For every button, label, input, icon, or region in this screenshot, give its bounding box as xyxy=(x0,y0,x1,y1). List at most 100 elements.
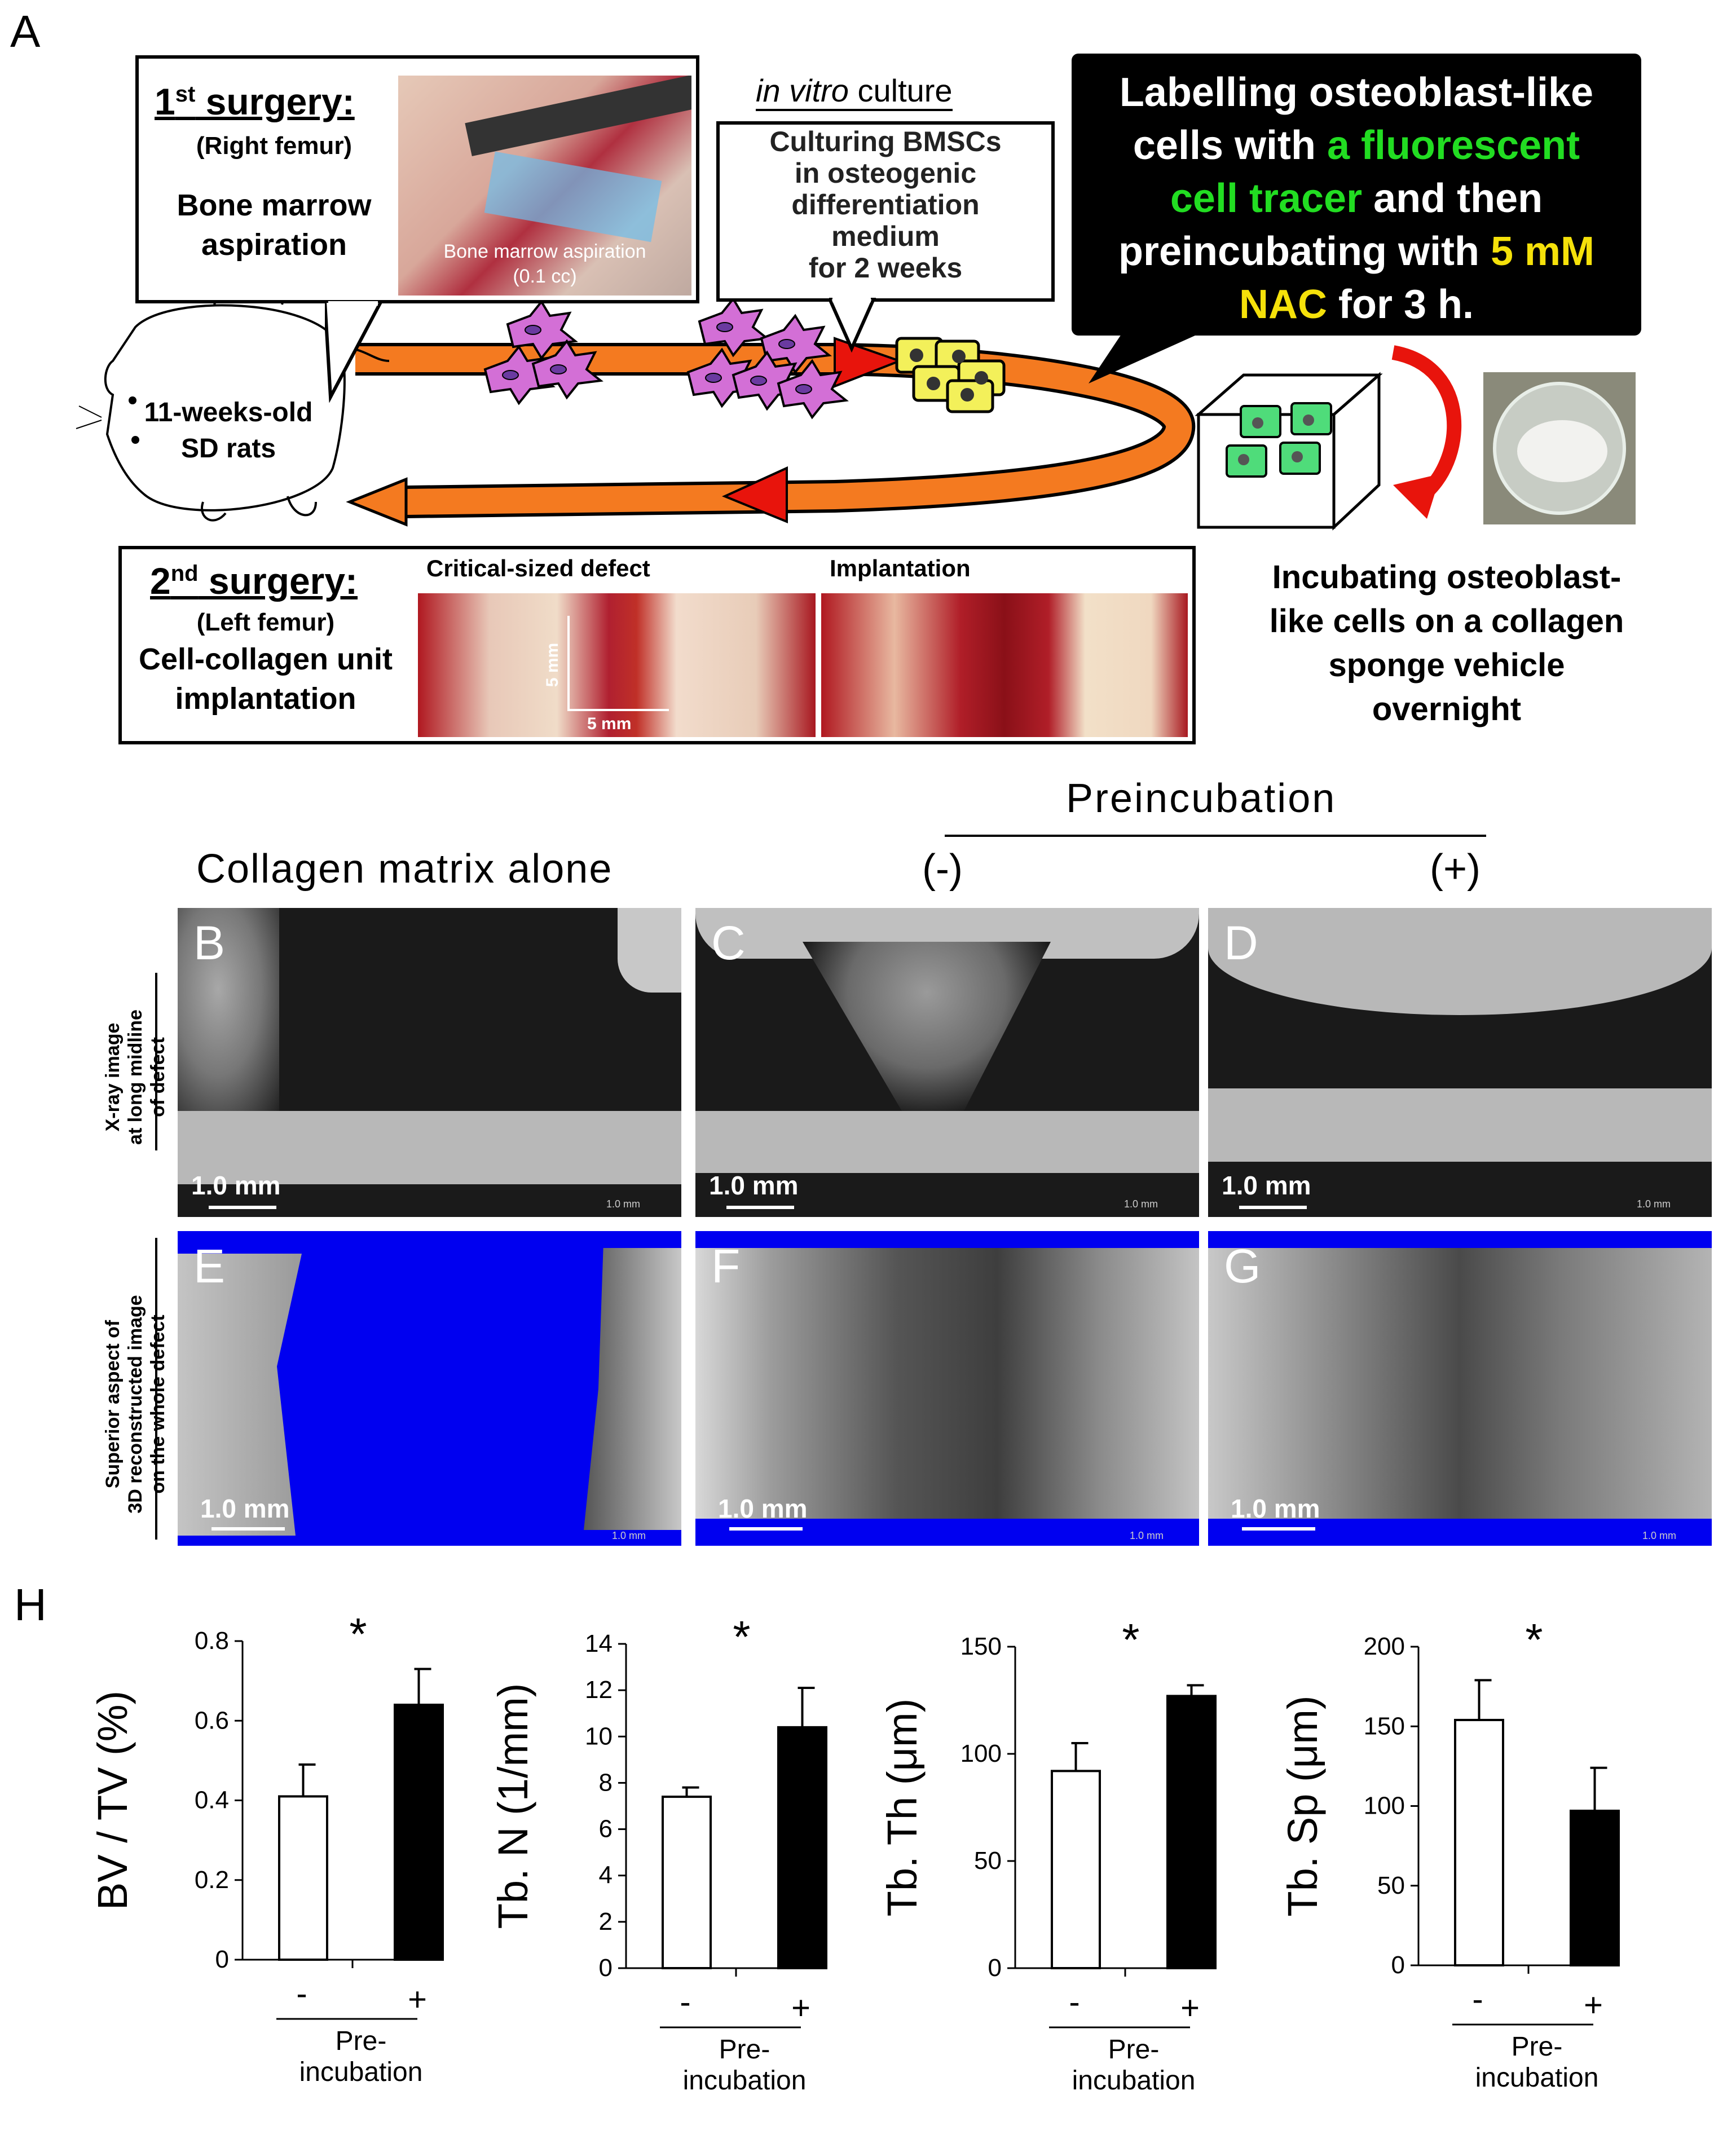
y-tick-label: 6 xyxy=(599,1815,613,1843)
scale-bar xyxy=(729,1527,803,1531)
scale-label: 1.0 mm xyxy=(1231,1494,1320,1523)
y-tick-label: 0 xyxy=(215,1946,229,1973)
scale-bar xyxy=(212,1527,285,1531)
y-tick-label: 2 xyxy=(599,1908,613,1935)
y-tick-label: 10 xyxy=(585,1722,613,1750)
y-tick-label: 100 xyxy=(960,1740,1002,1767)
syringe xyxy=(484,151,662,242)
y-tick-label: 8 xyxy=(599,1769,613,1796)
in-vitro-callout-tail xyxy=(829,298,876,353)
x-group-label-line1: Pre- xyxy=(1108,2035,1160,2065)
x-label-plus: + xyxy=(1584,1987,1603,2023)
x-label-minus: - xyxy=(680,1984,690,2021)
recon-image-f: F 1.0 mm 1.0 mm xyxy=(695,1231,1199,1546)
incubating-label: Incubating osteoblast-like cells on a co… xyxy=(1269,559,1624,727)
y-tick-label: 0.2 xyxy=(195,1866,229,1894)
syringe-clip xyxy=(465,76,691,157)
bone-marrow-aspiration-photo: Bone marrow aspiration(0.1 cc) xyxy=(398,76,691,296)
dim-label-horizontal: 5 mm xyxy=(587,715,632,733)
x-group-label-line2: incubation xyxy=(299,2057,423,2087)
panel-h-charts: 00.20.40.60.8BV / TV (%)*-+Pre-incubatio… xyxy=(89,1609,1620,2096)
tiny-scale-label: 1.0 mm xyxy=(1130,1530,1164,1541)
panel-letter-h: H xyxy=(14,1580,47,1630)
panel-letter-a: A xyxy=(10,6,41,56)
significance-star: * xyxy=(1122,1615,1139,1665)
x-group-label-line1: Pre- xyxy=(336,2026,387,2056)
x-group-label-line2: incubation xyxy=(683,2066,807,2096)
panel-letter-d: D xyxy=(1224,916,1258,969)
panel-letter-g: G xyxy=(1224,1240,1261,1293)
y-tick-label: 12 xyxy=(585,1676,613,1704)
recon-image-e: E 1.0 mm 1.0 mm xyxy=(178,1231,681,1546)
labelling-callout-tail xyxy=(1089,333,1201,383)
dim-line-vertical xyxy=(567,616,570,709)
y-tick-label: 150 xyxy=(1364,1712,1405,1740)
scale-bar xyxy=(1239,1206,1307,1209)
bar-minus xyxy=(662,1796,712,1969)
critical-defect-photo: 5 mm 5 mm xyxy=(418,593,816,737)
y-tick-label: 0.6 xyxy=(195,1706,229,1734)
dim-label-vertical: 5 mm xyxy=(543,642,562,687)
x-group-label-line2: incubation xyxy=(1072,2066,1196,2096)
implantation-photo-title: Implantation xyxy=(830,555,971,581)
column-header-plus: (+) xyxy=(1430,846,1481,892)
scale-label: 1.0 mm xyxy=(709,1171,799,1200)
x-label-minus: - xyxy=(296,1975,307,2012)
y-tick-label: 0 xyxy=(1391,1951,1405,1979)
bar-minus xyxy=(278,1795,328,1961)
panel-letter-f: F xyxy=(711,1240,741,1293)
x-group-label-line2: incubation xyxy=(1475,2063,1599,2093)
y-tick-label: 100 xyxy=(1364,1792,1405,1820)
x-group-label-line1: Pre- xyxy=(719,2035,770,2065)
xray-image-b: B 1.0 mm 1.0 mm xyxy=(178,908,681,1217)
x-label-plus: + xyxy=(408,1981,427,2018)
preincubation-header: Preincubation xyxy=(1066,776,1337,821)
recon-image-g: G 1.0 mm 1.0 mm xyxy=(1208,1231,1712,1546)
labelling-desc: Labelling osteoblast-like cells with a f… xyxy=(1118,70,1595,327)
y-axis-label: Tb. Sp (μm) xyxy=(1279,1695,1326,1916)
tiny-scale-label: 1.0 mm xyxy=(1642,1530,1677,1541)
bar-plus xyxy=(394,1704,444,1961)
first-surgery-title: 1st surgery: xyxy=(155,81,355,122)
y-tick-label: 0 xyxy=(599,1954,613,1982)
significance-star: * xyxy=(733,1612,750,1662)
bar-plus xyxy=(777,1726,827,1969)
scale-bar xyxy=(726,1206,794,1209)
significance-star: * xyxy=(349,1609,367,1659)
x-label-plus: + xyxy=(1180,1990,1200,2026)
panel-letter-c: C xyxy=(711,916,746,969)
y-tick-label: 0.4 xyxy=(195,1787,229,1814)
tiny-scale-label: 1.0 mm xyxy=(606,1198,641,1210)
workflow-loop-arrow xyxy=(76,287,1636,531)
scale-label: 1.0 mm xyxy=(1222,1171,1311,1200)
x-label-plus: + xyxy=(791,1990,810,2026)
photo1-caption: Bone marrow aspiration(0.1 cc) xyxy=(443,241,646,287)
xray-image-c: C 1.0 mm 1.0 mm xyxy=(695,908,1199,1217)
tiny-scale-label: 1.0 mm xyxy=(612,1530,646,1541)
row2-rule xyxy=(155,1238,157,1540)
dim-line-horizontal xyxy=(567,709,669,711)
bar-minus xyxy=(1051,1770,1101,1969)
y-tick-label: 4 xyxy=(599,1862,613,1889)
y-tick-label: 50 xyxy=(974,1847,1002,1875)
labelling-box: Labelling osteoblast-like cells with a f… xyxy=(1072,54,1641,336)
y-tick-label: 200 xyxy=(1364,1633,1405,1660)
tiny-scale-label: 1.0 mm xyxy=(1124,1198,1158,1210)
x-group-label-line1: Pre- xyxy=(1512,2032,1563,2062)
column-header-alone: Collagen matrix alone xyxy=(196,846,613,892)
preincubation-rule xyxy=(945,835,1486,837)
y-tick-label: 50 xyxy=(1377,1872,1405,1899)
panel-letter-e: E xyxy=(193,1240,226,1293)
scale-label: 1.0 mm xyxy=(200,1494,290,1523)
callout-tail xyxy=(325,301,384,403)
xray-image-d: D 1.0 mm 1.0 mm xyxy=(1208,908,1712,1217)
first-surgery-side: (Right femur) xyxy=(196,132,353,160)
y-tick-label: 14 xyxy=(585,1630,613,1657)
scale-label: 1.0 mm xyxy=(191,1171,281,1200)
